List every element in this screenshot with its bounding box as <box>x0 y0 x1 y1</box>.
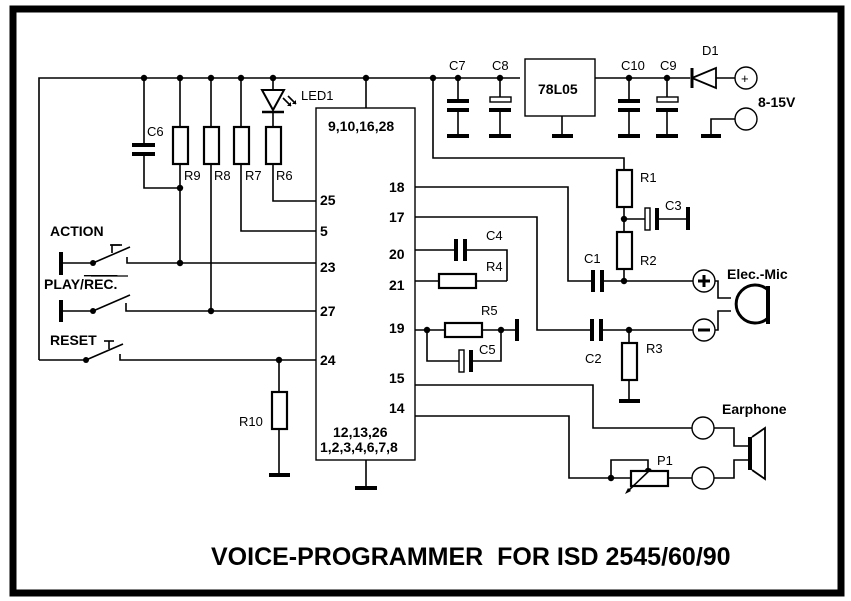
potentiometer-p1: P1 <box>607 453 692 494</box>
label-78l05: 78L05 <box>538 81 578 97</box>
pin-20: 20 <box>389 246 405 262</box>
ic-bottom-pins-2: 1,2,3,4,6,7,8 <box>320 439 398 455</box>
pin-25: 25 <box>320 192 336 208</box>
label-reset: RESET <box>50 332 97 348</box>
wire-pin15 <box>415 384 692 429</box>
label-r4: R4 <box>486 259 503 274</box>
wire-mic-bias <box>432 78 625 170</box>
pin-24: 24 <box>320 352 336 368</box>
regulator-78l05: 78L05 <box>524 58 596 138</box>
plus-symbol: + <box>741 71 749 86</box>
resistor-r1: R1 <box>615 168 657 232</box>
capacitor-c6: C6 <box>132 78 180 189</box>
pin-14: 14 <box>389 400 405 416</box>
wire-pin17 <box>415 216 590 331</box>
label-r7: R7 <box>245 168 262 183</box>
capacitor-c3: C3 <box>620 198 690 231</box>
top-rail <box>38 77 690 360</box>
label-c10: C10 <box>621 58 645 73</box>
label-c3: C3 <box>665 198 682 213</box>
pin-18: 18 <box>389 179 405 195</box>
capacitor-c1: C1 <box>584 251 693 292</box>
ic-bottom-pins-1: 12,13,26 <box>333 424 388 440</box>
pin-23: 23 <box>320 259 336 275</box>
switch-action: ACTION <box>50 223 316 275</box>
wire-pin14 <box>415 415 631 479</box>
pin-5: 5 <box>320 223 328 239</box>
label-d1: D1 <box>702 43 719 58</box>
diode-d1: D1 <box>689 43 735 90</box>
label-c2: C2 <box>585 351 602 366</box>
capacitor-c4: C4 <box>415 228 508 281</box>
pin-27: 27 <box>320 303 336 319</box>
label-voltage: 8-15V <box>758 94 796 110</box>
label-r5: R5 <box>481 303 498 318</box>
label-c9: C9 <box>660 58 677 73</box>
label-r2: R2 <box>640 253 657 268</box>
capacitor-c8: C8 <box>489 58 512 138</box>
power-input: + 8-15V <box>701 66 796 138</box>
capacitor-c5: C5 <box>426 330 502 373</box>
capacitor-c10: C10 <box>618 58 645 138</box>
label-r3: R3 <box>646 341 663 356</box>
pin-19: 19 <box>389 320 405 336</box>
label-r8: R8 <box>214 168 231 183</box>
wire-pin18 <box>415 186 591 282</box>
label-c8: C8 <box>492 58 509 73</box>
label-c5: C5 <box>479 342 496 357</box>
label-r9: R9 <box>184 168 201 183</box>
capacitor-c9: C9 <box>656 58 679 138</box>
label-c1: C1 <box>584 251 601 266</box>
pin-17: 17 <box>389 209 405 225</box>
resistor-r7: R7 <box>232 78 316 232</box>
resistor-r10: R10 <box>239 360 290 477</box>
label-r10: R10 <box>239 414 263 429</box>
label-r1: R1 <box>640 170 657 185</box>
label-earphone: Earphone <box>722 401 787 417</box>
switch-reset: RESET <box>39 332 316 364</box>
label-c4: C4 <box>486 228 503 243</box>
diagram-title: VOICE-PROGRAMMER FOR ISD 2545/60/90 <box>211 543 731 571</box>
resistor-r8: R8 <box>202 78 231 315</box>
led-led1: LED1 <box>260 78 334 114</box>
label-c7: C7 <box>449 58 466 73</box>
resistor-r4: R4 <box>415 259 507 290</box>
label-c6: C6 <box>147 124 164 139</box>
outer-frame <box>9 5 845 597</box>
ic-top-pins: 9,10,16,28 <box>328 118 394 134</box>
resistor-r5: R5 <box>415 303 519 341</box>
label-r6: R6 <box>276 168 293 183</box>
ic-isd: 9,10,16,28 12,13,26 1,2,3,4,6,7,8 25 5 2… <box>315 78 416 490</box>
label-led1: LED1 <box>301 88 334 103</box>
capacitor-c2: C2 <box>585 319 693 366</box>
label-p1: P1 <box>657 453 673 468</box>
resistor-r6: R6 <box>264 112 316 202</box>
label-play: PLAY/REC. <box>44 276 117 292</box>
pin-15: 15 <box>389 370 405 386</box>
pin-21: 21 <box>389 277 405 293</box>
label-action: ACTION <box>50 223 104 239</box>
electret-mic: Elec.-Mic <box>692 266 788 342</box>
earphone: Earphone <box>691 401 787 490</box>
resistor-r3: R3 <box>619 330 663 403</box>
capacitor-c7: C7 <box>447 58 469 138</box>
resistor-r2: R2 <box>615 230 657 285</box>
switch-play-rec: PLAY/REC. <box>44 275 316 322</box>
label-mic: Elec.-Mic <box>727 266 788 282</box>
resistor-r9: R9 <box>171 78 201 267</box>
